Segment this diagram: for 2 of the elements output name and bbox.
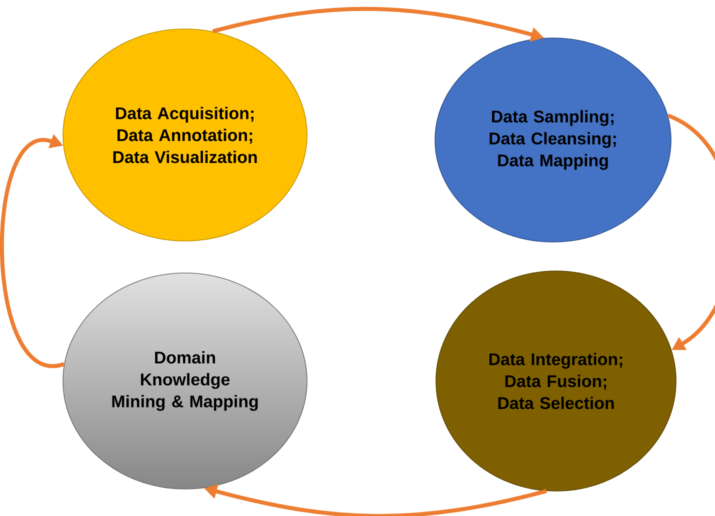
- arrow: [667, 114, 715, 350]
- arrow: [0, 134, 64, 368]
